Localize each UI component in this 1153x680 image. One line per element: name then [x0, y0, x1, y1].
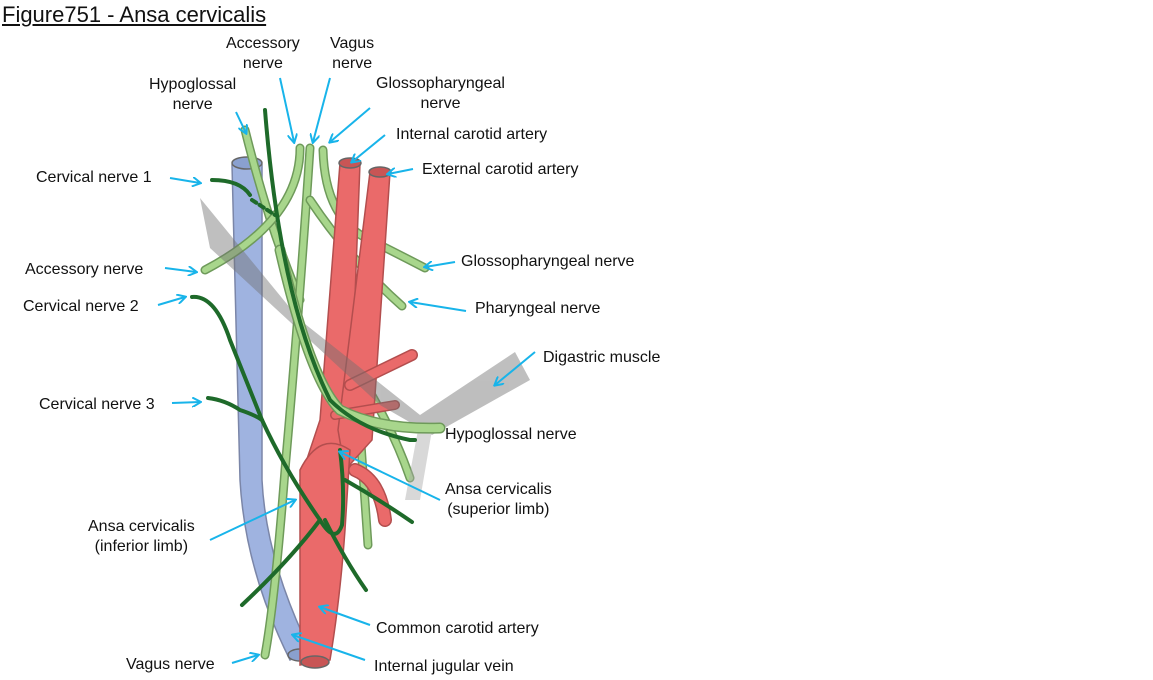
pointer-cervical-2	[157, 297, 185, 306]
label-line: Accessory	[226, 35, 300, 52]
label-line: Glossopharyngeal	[376, 75, 505, 92]
label-external-carotid-artery: External carotid artery	[422, 161, 579, 178]
label-line: Ansa cervicalis	[88, 518, 195, 535]
label-accessory-nerve-top: Accessory nerve	[226, 34, 300, 74]
label-glossopharyngeal-nerve-top: Glossopharyngeal nerve	[376, 74, 505, 114]
pointer-external-carotid	[388, 169, 414, 174]
label-hypoglossal-nerve-top: Hypoglossal nerve	[149, 75, 236, 115]
label-cervical-nerve-3: Cervical nerve 3	[39, 396, 155, 413]
figure-title: Figure751 - Ansa cervicalis	[2, 2, 267, 27]
pointer-vagus-bottom	[231, 655, 258, 664]
label-hypoglossal-nerve-right: Hypoglossal nerve	[445, 426, 577, 443]
label-vagus-nerve-bottom: Vagus nerve	[126, 656, 215, 673]
pointer-ansa-superior	[340, 452, 441, 501]
label-line: nerve	[420, 95, 461, 112]
label-cervical-nerve-1: Cervical nerve 1	[36, 169, 152, 186]
label-glossopharyngeal-nerve-right: Glossopharyngeal nerve	[461, 253, 635, 270]
pointer-glossopharyngeal-top	[330, 107, 371, 142]
pointer-pharyngeal	[410, 302, 467, 312]
label-cervical-nerve-2: Cervical nerve 2	[23, 298, 139, 315]
label-line: Hypoglossal	[149, 76, 237, 93]
label-ansa-cervicalis-inferior: Ansa cervicalis (inferior limb)	[88, 517, 195, 557]
label-internal-carotid-artery: Internal carotid artery	[396, 126, 548, 143]
label-line: (superior limb)	[447, 501, 550, 518]
pointer-arrows	[157, 77, 536, 664]
arteries	[298, 157, 418, 669]
pointer-accessory-top	[279, 77, 294, 142]
label-line: nerve	[242, 55, 283, 72]
pointer-digastric	[495, 351, 536, 385]
pointer-vagus-top	[313, 77, 331, 142]
label-internal-jugular-vein: Internal jugular vein	[374, 658, 514, 675]
pointer-accessory-left	[164, 268, 196, 272]
pointer-cervical-1	[169, 178, 200, 183]
label-line: (inferior limb)	[94, 538, 189, 555]
pointer-glossopharyngeal-right	[425, 262, 456, 267]
label-line: nerve	[172, 96, 213, 113]
pointer-internal-jugular	[293, 635, 366, 661]
digastric-muscle	[200, 198, 530, 500]
pointer-internal-carotid	[352, 134, 386, 162]
pointer-hypoglossal-top	[235, 111, 246, 133]
label-line: Vagus	[330, 35, 375, 52]
pointer-ansa-inferior	[209, 500, 295, 541]
label-pharyngeal-nerve: Pharyngeal nerve	[475, 300, 601, 317]
label-accessory-nerve-left: Accessory nerve	[25, 261, 144, 278]
label-vagus-nerve-top: Vagus nerve	[330, 34, 374, 74]
label-digastric-muscle: Digastric muscle	[543, 349, 661, 366]
pointer-common-carotid	[320, 607, 371, 626]
label-line: Ansa cervicalis	[445, 481, 552, 498]
label-line: nerve	[332, 55, 373, 72]
pointer-cervical-3	[171, 402, 200, 403]
ansa-cervicalis-nerves	[190, 108, 417, 607]
label-ansa-cervicalis-superior: Ansa cervicalis (superior limb)	[445, 480, 552, 520]
label-common-carotid-artery: Common carotid artery	[376, 620, 539, 637]
